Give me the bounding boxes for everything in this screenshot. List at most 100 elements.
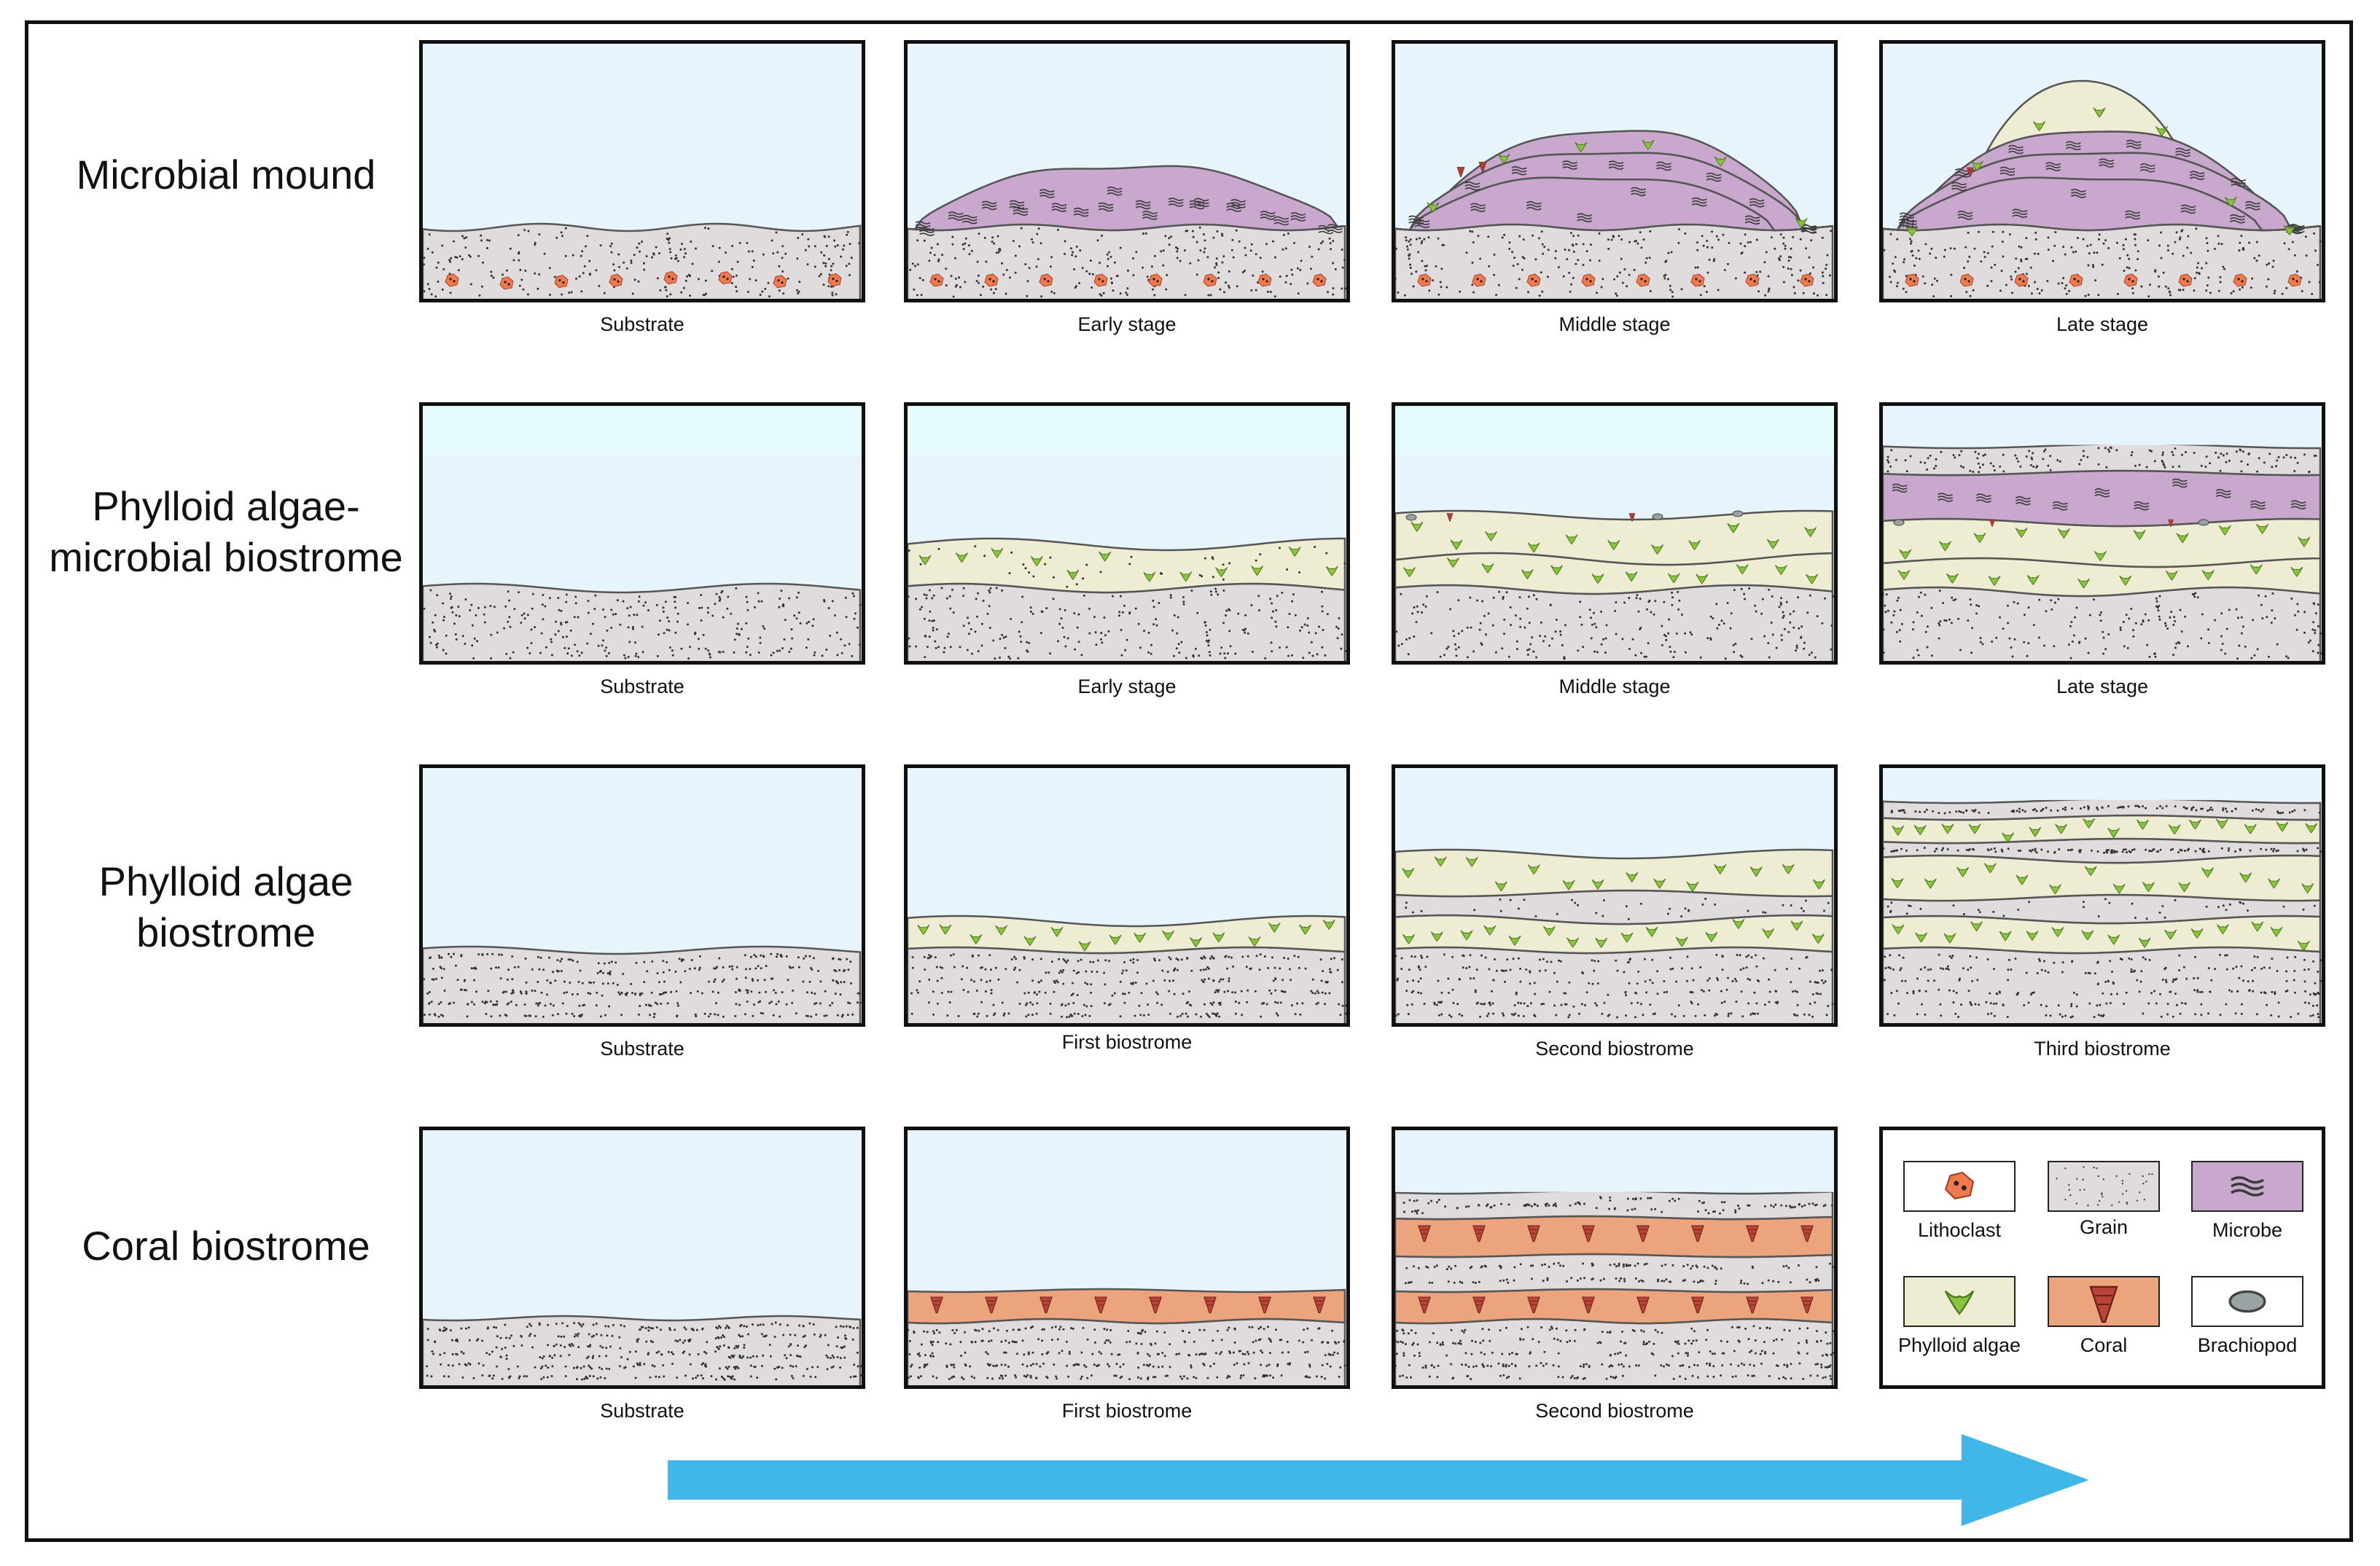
panel-microbial-mound-substrate: [419, 40, 865, 302]
algae-layer: [908, 915, 1346, 955]
lithoclast-icon: [663, 271, 678, 285]
panel-pamb-substrate: [419, 402, 865, 665]
microbe-icon: [1898, 218, 1914, 228]
phylloid-algae-icon: [1946, 573, 1959, 584]
panel-drawing: [908, 768, 1346, 1023]
microbe-icon: [1260, 211, 1276, 220]
panel-pab-first: [904, 764, 1350, 1027]
microbe-icon: [2065, 141, 2081, 151]
caption: First biostrome: [1061, 1031, 1193, 1053]
caption: Late stage: [2056, 676, 2149, 697]
phylloid-algae-icon: [2224, 197, 2237, 208]
phylloid-algae-icon: [1483, 925, 1497, 936]
grain-dots: [1395, 1325, 1834, 1380]
phylloid-algae-icon: [1749, 866, 1763, 877]
microbe-icon: [2231, 1176, 2264, 1197]
phylloid-algae-icon: [1485, 531, 1498, 541]
phylloid-algae-icon: [969, 933, 983, 945]
phylloid-algae-icon: [1134, 932, 1147, 944]
lithoclast-icon: [929, 273, 944, 287]
phylloid-algae-icon: [1943, 933, 1956, 944]
coral-icon: [1527, 1296, 1540, 1314]
phylloid-algae-icon: [2215, 818, 2228, 829]
panel-pab-substrate: [419, 764, 865, 1027]
microbe-icon: [1135, 200, 1151, 210]
phylloid-algae-icon: [1988, 576, 2001, 587]
microbe-icon: [1511, 165, 1527, 176]
row-title-microbial-mound: Microbial mound: [36, 149, 415, 200]
caption: First biostrome: [1061, 1400, 1193, 1422]
phylloid-algae-icon: [1030, 556, 1043, 567]
phylloid-algae-icon: [1215, 567, 1228, 578]
algae-layer: [908, 537, 1346, 594]
grain-dots: [1883, 953, 2322, 1019]
microbe-icon: [1408, 215, 1424, 225]
coral-icon: [1039, 1296, 1053, 1314]
phylloid-algae-icon: [2297, 940, 2310, 951]
coral-icon: [1203, 1296, 1217, 1314]
phylloid-algae-icon: [2094, 551, 2107, 562]
panel-coral-substrate: [419, 1127, 865, 1389]
phylloid-algae-icon: [1434, 856, 1447, 867]
phylloid-algae-icon: [2083, 818, 2096, 829]
phylloid-algae-icon: [1924, 878, 1937, 889]
microbe-icon: [2045, 162, 2061, 171]
grain-dots: [908, 1326, 1346, 1381]
sediment-layer: [423, 222, 862, 299]
phylloid-algae-icon: [2301, 883, 2314, 894]
lithoclast-icon: [1959, 273, 1974, 287]
coral-icon: [1258, 1296, 1271, 1314]
microbe-icon: [1073, 207, 1089, 217]
panel-drawing: [1883, 768, 2322, 1023]
coral-icon: [1691, 1225, 1704, 1242]
coral-icon: [1800, 1225, 1814, 1242]
lithoclast-icon: [773, 275, 787, 289]
lithoclast-icon: [1203, 273, 1217, 287]
phylloid-algae-icon: [1566, 937, 1580, 948]
phylloid-algae-icon: [939, 924, 952, 935]
microbe-icon: [1562, 160, 1578, 170]
phylloid-algae-icon: [2093, 107, 2106, 118]
phylloid-algae-icon: [1575, 141, 1588, 153]
microbe-icon: [1226, 203, 1242, 212]
phylloid-algae-icon: [2250, 564, 2263, 575]
lithoclast-icon: [1417, 273, 1432, 287]
caption: Late stage: [2056, 313, 2149, 335]
coral-layer: [1395, 1288, 1834, 1325]
phylloid-algae-icon: [1411, 521, 1424, 533]
panel-drawing: [423, 1130, 862, 1385]
grain-dots: [423, 952, 862, 1019]
microbe-icon: [1230, 199, 1246, 208]
phylloid-algae-icon: [2026, 931, 2039, 941]
legend-swatch: [1905, 1277, 2014, 1326]
phylloid-algae-icon: [2133, 530, 2146, 541]
phylloid-algae-icon: [1686, 881, 1699, 892]
row-title-line: microbial biostrome: [49, 534, 403, 580]
coral-icon: [1989, 519, 1995, 527]
phylloid-algae-icon: [2251, 921, 2264, 932]
microbe-icon: [1892, 483, 1908, 493]
brachiopod-icon: [1893, 519, 1905, 526]
brachiopod-icon: [1652, 513, 1663, 520]
microbe-icon: [1656, 161, 1671, 171]
phylloid-algae-icon: [1109, 934, 1122, 945]
phylloid-algae-icon: [1956, 866, 1970, 877]
grain-dots: [1883, 590, 2322, 660]
phylloid-algae-icon: [2268, 878, 2281, 889]
phylloid-algae-icon: [2298, 536, 2311, 547]
phylloid-algae-icon: [1427, 202, 1440, 213]
phylloid-algae-icon: [1591, 879, 1604, 890]
coral-layer: [908, 1288, 1346, 1325]
lithoclast-icon: [1312, 273, 1327, 287]
caption: Substrate: [600, 1400, 684, 1422]
microbe-icon: [1526, 201, 1542, 211]
panel-microbial-mound-middle: [1392, 40, 1838, 302]
coral-icon: [1746, 1225, 1759, 1242]
panel-pab-third: [1879, 764, 2325, 1027]
row-title-line: biostrome: [136, 909, 316, 955]
panel-drawing: [908, 406, 1346, 661]
panel-coral-second: [1392, 1127, 1838, 1389]
phylloid-algae-icon: [1143, 571, 1156, 582]
phylloid-algae-icon: [2055, 823, 2068, 834]
